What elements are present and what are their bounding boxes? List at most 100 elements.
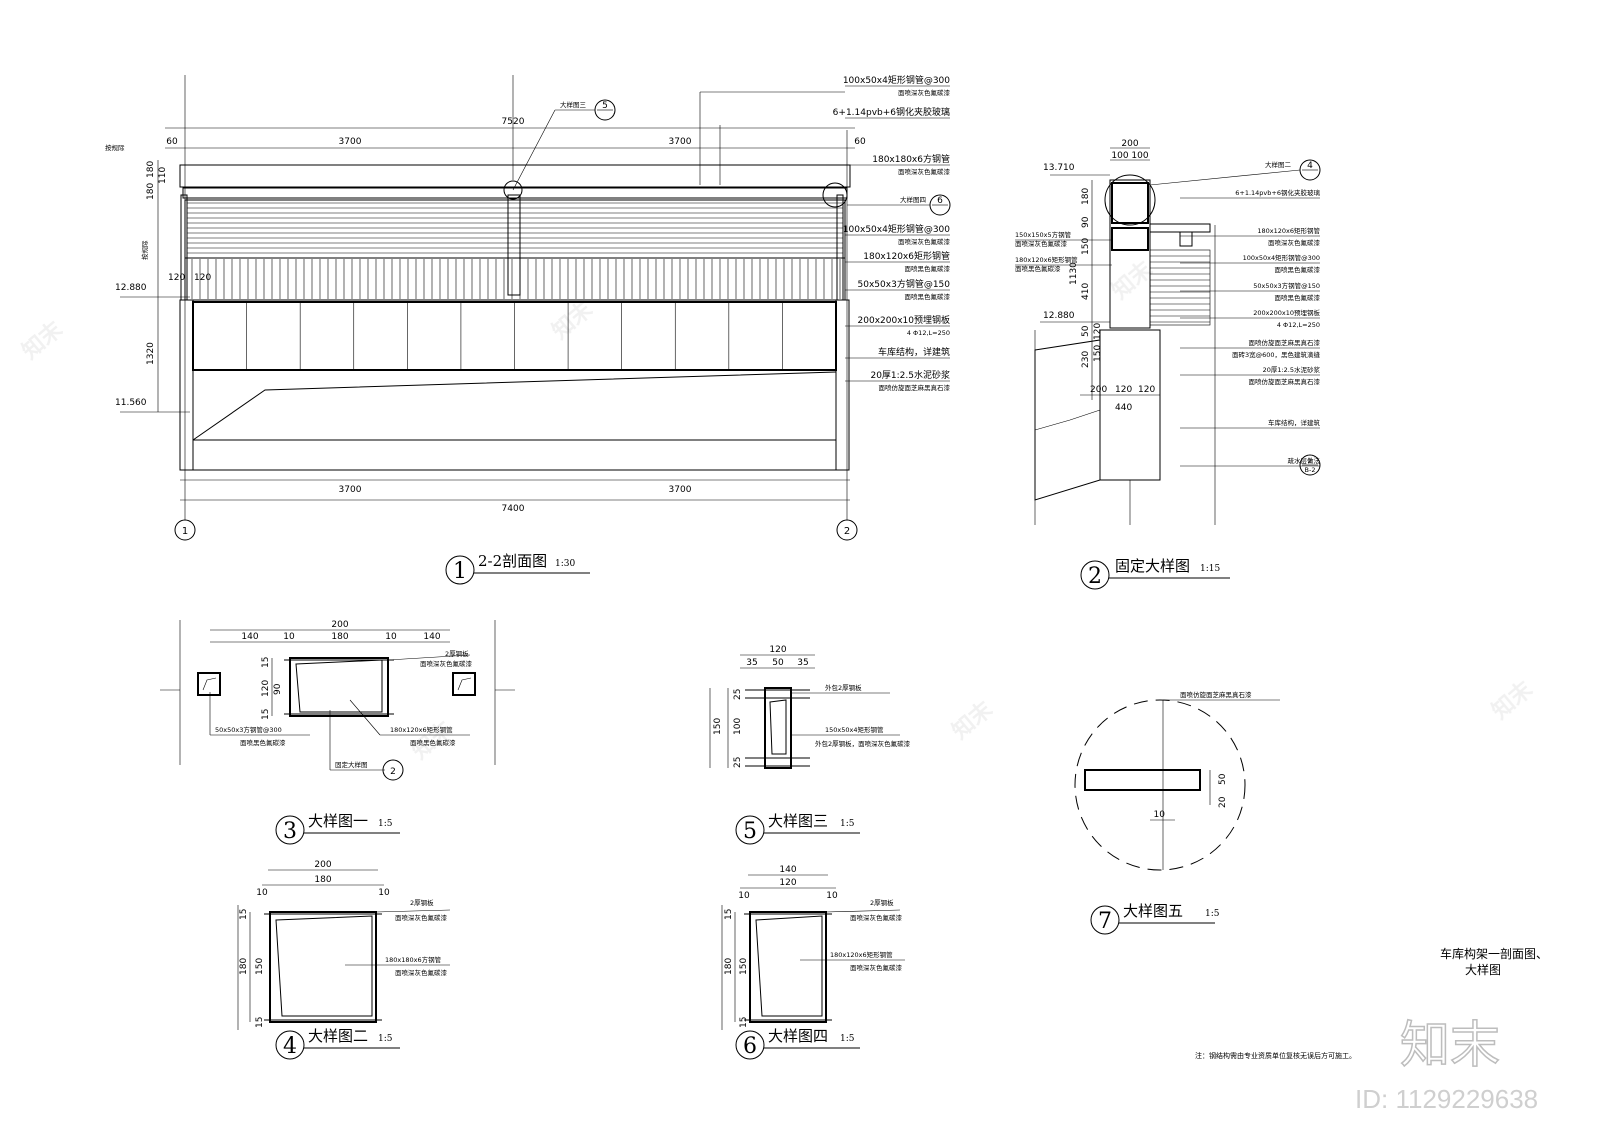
section2-label-b: 面喷黑色氟碳漆	[1275, 265, 1321, 274]
section1-label-a: 100x50x4矩形钢管@300	[843, 74, 950, 86]
sec2-left-label-1a: 150x150x5方钢管	[1015, 230, 1072, 239]
d2-dim-10a: 10	[256, 888, 268, 898]
section2-number: 2	[1088, 564, 1102, 589]
d2-dim-total: 200	[314, 860, 331, 870]
d1-label1a: 2厚钢板	[445, 649, 469, 658]
dim-top-total: 7520	[502, 117, 525, 127]
section2-label-b: 面喷仿旋面芝麻黑真石漆	[1249, 377, 1321, 386]
sec2-callout-label: 大样图二	[1265, 160, 1292, 169]
d2-label2b: 面喷深灰色氟碳漆	[395, 968, 448, 977]
vdim-110: 110	[158, 167, 168, 184]
sec2-dim-top-a: 100	[1111, 151, 1128, 161]
sec2-dim-top: 200	[1121, 139, 1138, 149]
dim-bottom-total: 7400	[502, 504, 525, 514]
sec2-hdim-440: 440	[1115, 403, 1132, 413]
sec2-vdim-230: 230	[1081, 351, 1091, 368]
axis-bubble-1: 1	[182, 526, 188, 537]
section2-label-a: 50x50x3方钢管@150	[1253, 281, 1320, 290]
detail-5-drawing: 面喷仿旋面芝麻黑真石漆 50 20 10 7 大样图五 1:5	[1074, 690, 1280, 935]
detail2-title: 大样图二	[308, 1027, 368, 1045]
vdim-180a: 180	[146, 183, 156, 200]
d4-label1a: 2厚钢板	[870, 898, 894, 907]
d4-dim-120: 120	[779, 878, 796, 888]
sec2-callout-num: 4	[1307, 161, 1313, 171]
d5-label1: 面喷仿旋面芝麻黑真石漆	[1180, 690, 1252, 699]
d2-vdim-150: 150	[255, 958, 265, 975]
d1-dim-10b: 10	[385, 632, 397, 642]
section1-label-b: 4 Φ12,L=250	[907, 329, 950, 337]
d1-dim-10a: 10	[283, 632, 295, 642]
sec2-vdim-50: 50	[1081, 325, 1091, 337]
section1-label-b: 面喷仿旋面芝麻黑真石漆	[879, 383, 951, 392]
section1-label-b: 面喷深灰色氟碳漆	[898, 237, 951, 246]
section1-label-b: 面喷黑色氟碳漆	[905, 292, 951, 301]
dim-bottom-right: 3700	[669, 485, 692, 495]
vdim-180b: 180	[146, 161, 156, 178]
dim-edge-right: 60	[854, 137, 866, 147]
watermark-text: 知末	[1487, 676, 1538, 725]
sheet-title-line2: 大样图	[1465, 962, 1501, 977]
d3-vdim-150: 150	[713, 718, 723, 735]
detail-1-drawing: 200 140 10 180 10 140 15 90 120 15 2厚钢板 …	[160, 620, 515, 845]
d3-vdim-25a: 25	[733, 689, 743, 700]
detail-3-drawing: 120 35 50 35 25 100 150 25 外包2厚钢板 150x50…	[709, 645, 911, 845]
sec2-left-label-2b: 面喷黑色氟碳漆	[1015, 264, 1061, 273]
hdim-120-left: 120	[168, 273, 185, 283]
d2-label1b: 面喷深灰色氟碳漆	[395, 913, 448, 922]
detail5-scale: 1:5	[1205, 909, 1220, 919]
sec2-vdim-410: 410	[1081, 283, 1091, 300]
section2-label-a: 20厚1:2.5水泥砂浆	[1263, 365, 1321, 374]
section-2-2-drawing: 7520 3700 3700 60 60 3700 370	[105, 74, 951, 585]
detail3-title: 大样图三	[768, 812, 828, 830]
watermark-text: 知末	[547, 296, 598, 345]
detail4-scale: 1:5	[840, 1034, 855, 1044]
d4-vdim-15a: 15	[724, 909, 734, 920]
d3-dim-total: 120	[769, 645, 786, 655]
sec2-vdim-120: 120	[1093, 323, 1103, 340]
d2-vdim-15a: 15	[239, 909, 249, 920]
brand-logo-text: 知末	[1400, 1016, 1500, 1074]
d1-dim-140a: 140	[241, 632, 258, 642]
watermark-text: 知末	[17, 316, 68, 365]
d2-label1a: 2厚钢板	[410, 898, 434, 907]
detail5-title: 大样图五	[1123, 902, 1183, 920]
d1-label2b: 面喷黑色氟碳漆	[240, 738, 286, 747]
d4-vdim-15b: 15	[739, 1017, 749, 1028]
d5-vdim-20: 20	[1218, 796, 1228, 808]
section1-label-a: 100x50x4矩形钢管@300	[843, 223, 950, 235]
section2-scale: 1:15	[1200, 564, 1220, 574]
d1-label1b: 面喷深灰色氟碳漆	[420, 659, 473, 668]
detail2-number: 4	[283, 1034, 297, 1059]
d3-label1a: 外包2厚钢板	[825, 683, 862, 692]
d2-vdim-15b: 15	[255, 1017, 265, 1028]
callout-detail4-label: 大样图四	[900, 195, 926, 204]
brand-logo: 知末	[1399, 1015, 1501, 1075]
sec2-hdim-120b: 120	[1138, 385, 1155, 395]
axis-bubble-2: 2	[844, 526, 850, 537]
image-id-label: ID: 1129229638	[1355, 1084, 1538, 1114]
callout-detail3-label: 大样图三	[560, 100, 587, 109]
sheet-title-line1: 车库构架一剖面图、	[1440, 946, 1548, 961]
d2-label2a: 180x180x6方钢管	[385, 955, 442, 964]
section2-label-a: 100x50x4矩形钢管@300	[1243, 253, 1320, 262]
side-note-mid: 按规际	[140, 240, 149, 260]
dim-top-right: 3700	[669, 137, 692, 147]
d2-vdim-180: 180	[239, 958, 249, 975]
sec2-vdim-180: 180	[1081, 188, 1091, 205]
sec2-section-num: 2	[1308, 457, 1312, 465]
d4-label2b: 面喷深灰色氟碳漆	[850, 963, 903, 972]
section1-label-a: 20厚1:2.5水泥砂浆	[870, 369, 950, 381]
sec2-hdim-200: 200	[1090, 385, 1107, 395]
section1-label-a: 车库结构，详建筑	[878, 346, 950, 358]
section2-label-a: 车库结构，详建筑	[1268, 418, 1321, 427]
sec2-vdim-1130: 1130	[1069, 262, 1079, 285]
section2-label-b: 面喷黑色氟碳漆	[1275, 293, 1321, 302]
section1-label-a: 180x120x6矩形钢管	[863, 250, 950, 262]
d1-vdim-15a: 15	[261, 657, 271, 668]
section1-scale: 1:30	[555, 559, 575, 569]
d3-dim-35b: 35	[797, 658, 808, 668]
sec2-section-sub: B-2	[1305, 466, 1316, 474]
section1-title: 2-2剖面图	[478, 552, 547, 570]
detail-4-drawing: 140 10 120 10 15 150 180 15 2厚钢板 面喷深灰色氟碳…	[721, 865, 905, 1060]
elevation-bottom: 11.560	[115, 398, 147, 408]
